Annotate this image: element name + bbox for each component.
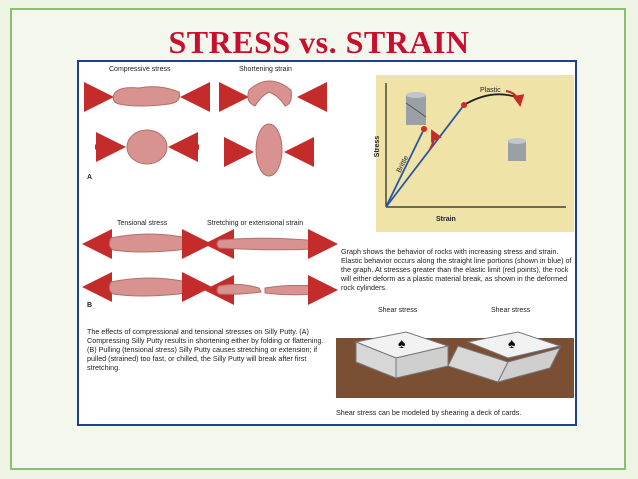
x-axis-label: Strain bbox=[436, 216, 456, 223]
figure-panel: Compressive stress Shortening strain A T… bbox=[77, 60, 577, 426]
plastic-curve bbox=[463, 93, 517, 106]
graph-caption: Graph shows the behavior of rocks with i… bbox=[341, 247, 572, 292]
elastic-limit-brittle bbox=[421, 126, 427, 132]
card-deck-unsheared: ♠ bbox=[354, 331, 450, 379]
compressive-stress-label: Compressive stress bbox=[109, 66, 171, 73]
card-deck-sheared: ♠ bbox=[447, 331, 562, 383]
putty-illustration bbox=[82, 80, 338, 305]
stretching-long bbox=[204, 229, 338, 259]
stress-strain-graph: Stress Strain Plastic Brittle bbox=[374, 75, 574, 232]
shortening-strain-label: Shortening strain bbox=[239, 66, 292, 73]
svg-text:♠: ♠ bbox=[508, 335, 516, 351]
tension-stretched bbox=[82, 229, 212, 259]
panel-label-a: A bbox=[87, 174, 93, 181]
plastic-label: Plastic bbox=[480, 87, 501, 94]
brittle-line bbox=[385, 128, 425, 208]
shear-label-right: Shear stress bbox=[491, 307, 531, 314]
y-axis-label: Stress bbox=[374, 135, 382, 158]
panel-label-b: B bbox=[87, 302, 93, 309]
tension-lumpy bbox=[82, 272, 212, 302]
shortening-tall bbox=[224, 123, 314, 177]
rock-cylinder-brittle bbox=[405, 92, 427, 125]
graph-drawing bbox=[385, 83, 566, 208]
shear-label-left: Shear stress bbox=[378, 307, 418, 314]
elastic-limit-plastic bbox=[461, 102, 467, 108]
shortening-folded bbox=[219, 80, 327, 112]
stretching-strain-label: Stretching or extensional strain bbox=[207, 220, 304, 227]
stretching-broken bbox=[204, 275, 338, 305]
rock-cylinder-plastic bbox=[508, 138, 526, 161]
shear-illustration: ♠ ♠ bbox=[336, 318, 574, 398]
svg-text:♠: ♠ bbox=[398, 335, 406, 351]
elastic-line bbox=[385, 104, 465, 208]
slide-title: STRESS vs. STRAIN bbox=[168, 24, 470, 60]
tensional-stress-label: Tensional stress bbox=[117, 220, 168, 227]
compression-flattened bbox=[84, 82, 210, 112]
shear-caption: Shear stress can be modeled by shearing … bbox=[336, 408, 522, 417]
putty-caption: The effects of compressional and tension… bbox=[87, 327, 324, 372]
compression-round bbox=[95, 129, 199, 165]
